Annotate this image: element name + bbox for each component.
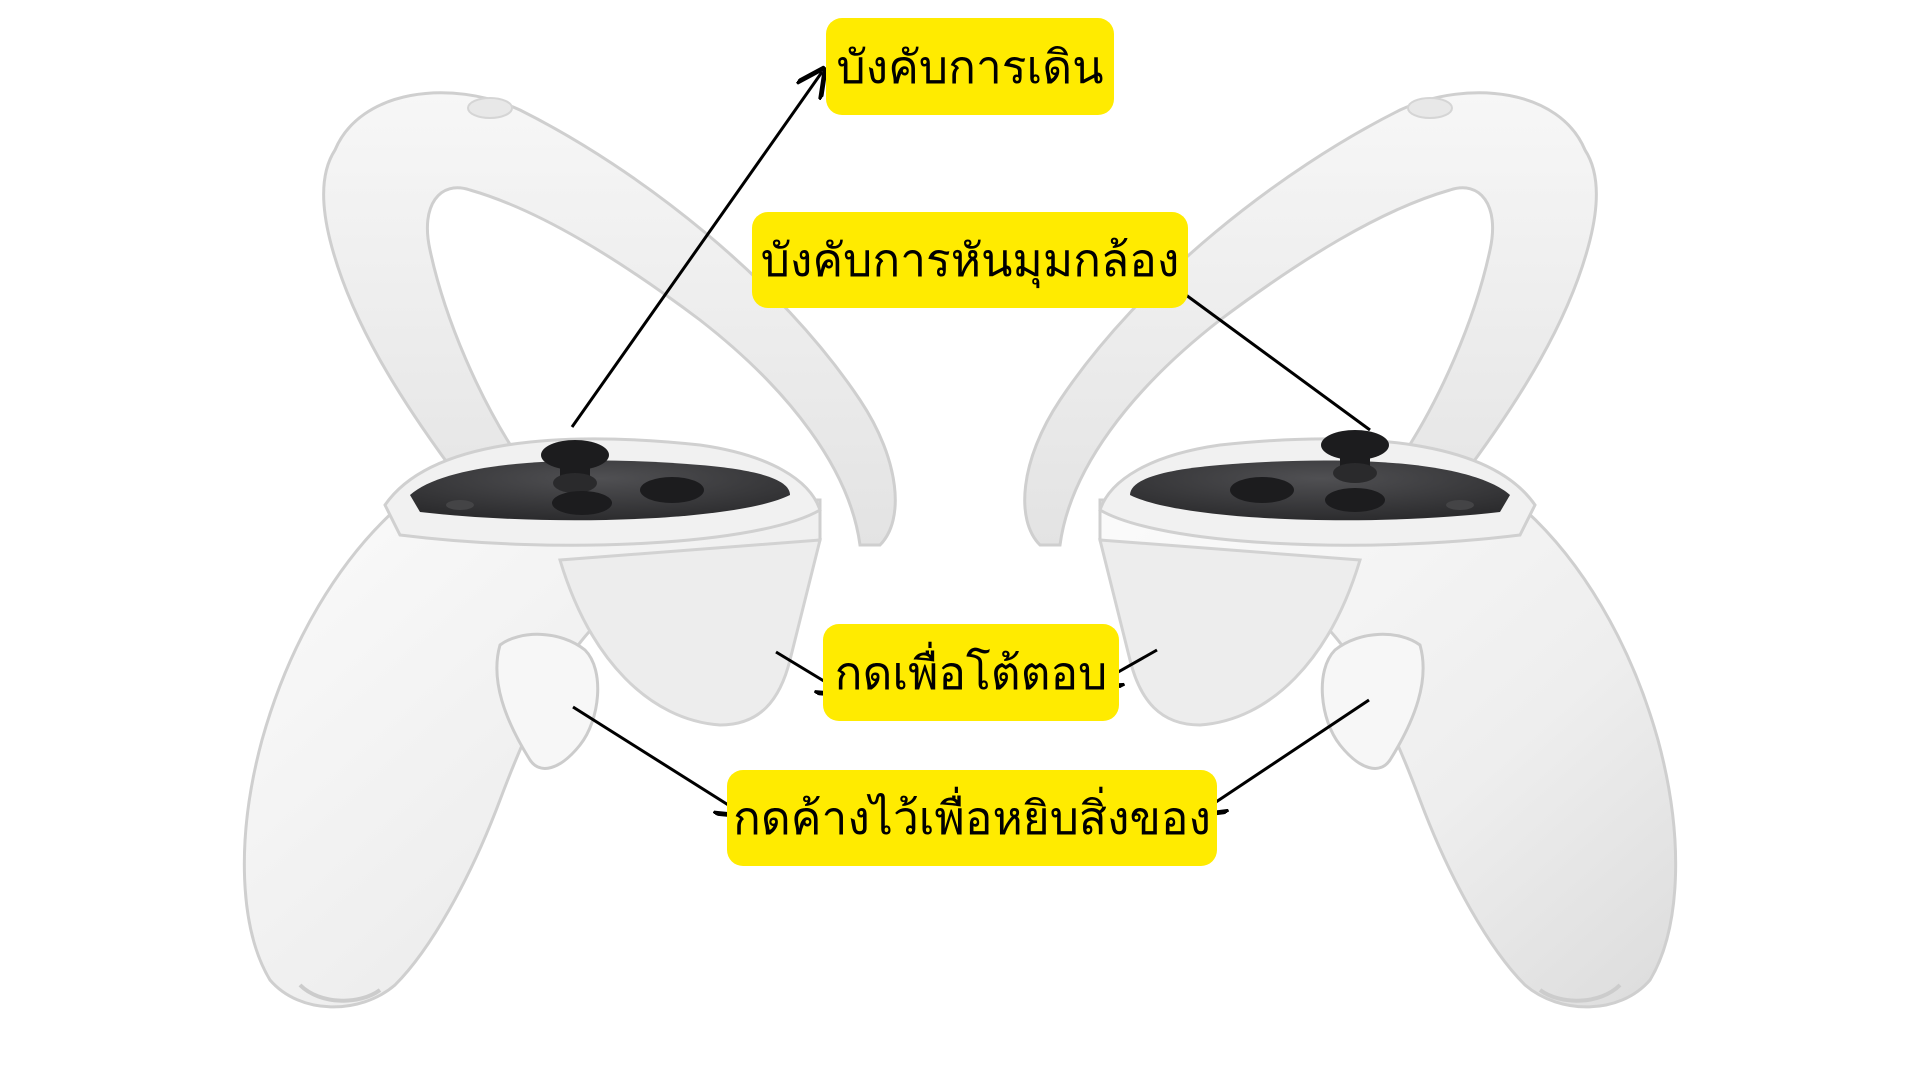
arrow-icon-group (570, 72, 1371, 813)
right-controller-icon (1023, 91, 1678, 1009)
left-controller-icon (242, 91, 897, 1009)
arrow-grab-right-icon (1201, 698, 1370, 812)
label-grab-trigger: กดค้างไว้เพื่อหยิบสิ่งของ (727, 770, 1217, 866)
arrow-grab-left-icon (572, 705, 741, 813)
arrow-camera-icon (1185, 293, 1371, 432)
label-walk-control: บังคับการเดิน (826, 18, 1114, 115)
arrow-walk-icon (570, 72, 822, 428)
label-camera-control: บังคับการหันมุมกล้อง (752, 212, 1188, 308)
label-interact-button: กดเพื่อโต้ตอบ (823, 624, 1119, 721)
